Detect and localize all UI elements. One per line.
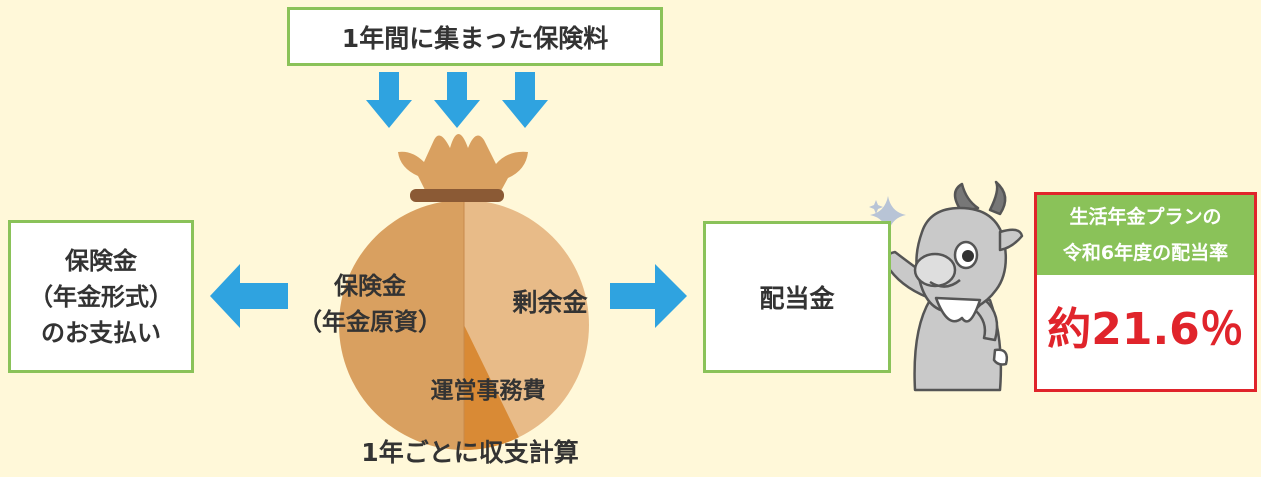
bag-tie — [410, 189, 504, 202]
collected-premiums-label: 1年間に集まった保険料 — [341, 23, 609, 53]
dividend-rate-panel: 生活年金プランの 令和6年度の配当率 約21.6％ — [1034, 192, 1257, 392]
down-arrows — [366, 72, 548, 128]
dividend-label: 配当金 — [759, 284, 835, 313]
down-arrow-icon — [502, 72, 548, 128]
annual-calculation-caption: 1年ごとに収支計算 — [361, 438, 579, 467]
dividend-rate-header-line-2: 令和6年度の配当率 — [1062, 242, 1229, 264]
collected-premiums-box: 1年間に集まった保険料 — [287, 7, 663, 66]
pension-payout-line-1: 保険金 — [65, 246, 137, 275]
pension-payout-line-2: （年金形式） — [29, 282, 173, 311]
dividend-box: 配当金 — [703, 221, 891, 373]
pension-payout-box: 保険金 （年金形式） のお支払い — [8, 220, 194, 373]
down-arrow-icon — [434, 72, 480, 128]
dividend-rate-header: 生活年金プランの 令和6年度の配当率 — [1037, 195, 1254, 275]
sparkle-icon — [870, 196, 906, 234]
admin-expense-label: 運営事務費 — [430, 378, 546, 404]
money-bag-icon — [339, 134, 589, 450]
pension-fund-line-2: （年金原資） — [298, 308, 442, 336]
down-arrow-icon — [366, 72, 412, 128]
right-arrow-icon — [610, 264, 687, 328]
dividend-rate-header-line-1: 生活年金プランの — [1069, 206, 1222, 228]
pension-fund-line-1: 保険金 — [334, 272, 406, 300]
dividend-rate-value: 約21.6％ — [1047, 304, 1244, 355]
goat-mascot-icon — [884, 180, 1024, 392]
pension-fund-label: 保険金 （年金原資） — [290, 268, 450, 340]
surplus-label: 剰余金 — [512, 288, 588, 317]
left-arrow-icon — [210, 264, 288, 328]
pension-payout-line-3: のお支払い — [41, 318, 161, 347]
